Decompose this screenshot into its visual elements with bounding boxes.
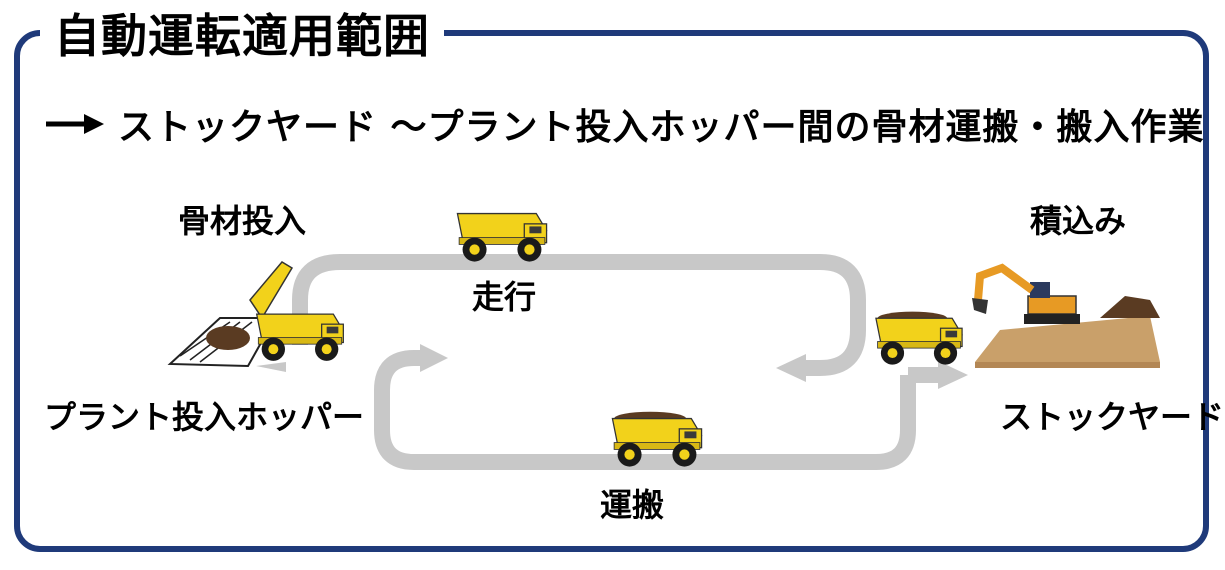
plant-hopper-illustration (167, 261, 294, 368)
page-title: 自動運転適用範囲 (54, 9, 430, 63)
label-loading: 積込み (1030, 202, 1127, 240)
subtitle-row: ストックヤード ～プラント投入ホッパー間の骨材運搬・搬入作業 (44, 98, 1205, 150)
title-box: 自動運転適用範囲 (40, 6, 444, 66)
label-stockyard: ストックヤード (1000, 398, 1225, 436)
stockyard-illustration (975, 296, 1160, 368)
arrow-right-icon (46, 114, 104, 134)
haul-loop (374, 344, 968, 470)
label-travel: 走行 (472, 278, 537, 316)
label-plant-hopper: プラント投入ホッパー (44, 398, 365, 436)
frame-border (14, 30, 1209, 552)
dump-truck-unloading (256, 313, 344, 362)
dump-truck-loading (876, 312, 962, 365)
label-aggregate-input: 骨材投入 (178, 202, 307, 240)
label-haul: 運搬 (600, 486, 665, 524)
travel-loop (256, 254, 866, 382)
excavator-icon (972, 263, 1080, 324)
subtitle: ストックヤード ～プラント投入ホッパー間の骨材運搬・搬入作業 (118, 107, 1205, 148)
